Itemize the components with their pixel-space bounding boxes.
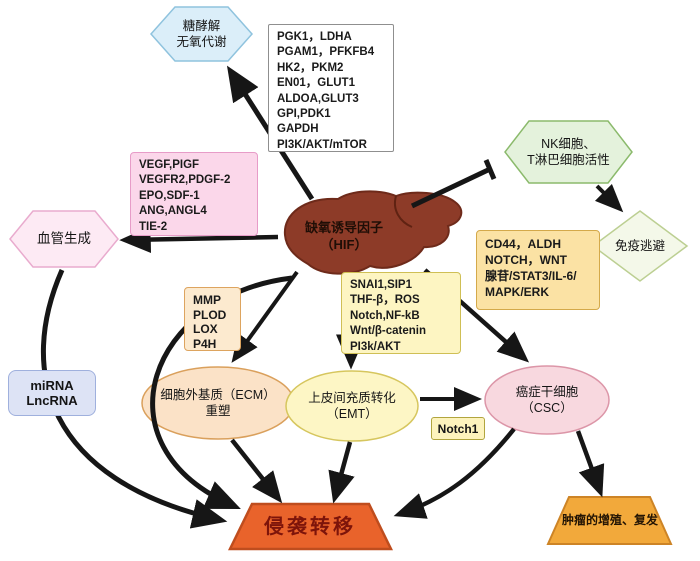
text-line: Wnt/β-catenin bbox=[350, 325, 427, 338]
liver-shape bbox=[283, 190, 463, 275]
text-line: ANG,ANGL4 bbox=[139, 205, 207, 218]
text-line: GPI,PDK1 bbox=[277, 108, 331, 121]
text-line: VEGFR2,PDGF-2 bbox=[139, 174, 231, 187]
text-line: PI3K/AKT/mTOR bbox=[277, 138, 367, 151]
immune-evasion-diamond bbox=[591, 210, 689, 282]
text-line: Notch,NF-kB bbox=[350, 309, 420, 322]
text-line: ALDOA,GLUT3 bbox=[277, 92, 359, 105]
nk-cells-hexagon bbox=[504, 120, 633, 184]
text-line: THF-β，ROS bbox=[350, 294, 420, 307]
text-line: VEGF,PIGF bbox=[139, 159, 200, 171]
text-line: PGK1，LDHA bbox=[277, 31, 352, 43]
text-line: EPO,SDF-1 bbox=[139, 189, 200, 202]
glycolysis-hexagon bbox=[149, 6, 254, 62]
text-line: PI3k/AKT bbox=[350, 340, 401, 353]
text-line: SNAI1,SIP1 bbox=[350, 279, 412, 291]
text-line: PLOD bbox=[193, 307, 227, 322]
arrow-csc-to-proliferation bbox=[575, 430, 605, 498]
text-line: HK2，PKM2 bbox=[277, 61, 344, 74]
angiogenesis-hexagon bbox=[9, 210, 119, 268]
text-line: MAPK/ERK bbox=[485, 285, 550, 300]
inhibit-hif-to-nk bbox=[410, 167, 490, 209]
text-line: 腺苷/STAT3/IL-6/ bbox=[485, 269, 577, 284]
ecm-ellipse bbox=[141, 366, 295, 440]
arrow-emt-to-invasion bbox=[328, 441, 355, 504]
text-line: P4H bbox=[193, 336, 217, 351]
text-line: NOTCH，WNT bbox=[485, 253, 567, 268]
text-line: LncRNA bbox=[26, 393, 78, 408]
arrow-hif-to-ecm bbox=[231, 270, 299, 363]
arrow-hif-to-angiogenesis bbox=[119, 226, 279, 254]
notch1-label: Notch1 bbox=[437, 421, 479, 436]
arrow-nk-to-immune-evasion bbox=[594, 183, 624, 213]
csc-ellipse bbox=[484, 365, 610, 435]
arrow-angiogenesis-to-invasion bbox=[40, 268, 228, 529]
arrow-ecm-to-invasion bbox=[230, 438, 283, 504]
liver-fissure bbox=[394, 195, 413, 228]
text-line: EN01，GLUT1 bbox=[277, 77, 355, 90]
inhibit-bar bbox=[483, 159, 497, 180]
text-line: GAPDH bbox=[277, 123, 319, 136]
text-line: CD44，ALDH bbox=[485, 237, 562, 251]
emt-ellipse bbox=[285, 370, 419, 442]
text-line: MMP bbox=[193, 293, 221, 307]
arrow-csc-to-invasion bbox=[393, 427, 516, 519]
text-line: PGAM1，PFKFB4 bbox=[277, 46, 375, 59]
text-line: LOX bbox=[193, 322, 218, 337]
proliferation-trapezoid bbox=[546, 496, 673, 545]
invasion-trapezoid bbox=[227, 502, 394, 551]
text-line: TIE-2 bbox=[139, 220, 168, 233]
notch1-box: Notch1 bbox=[431, 417, 485, 440]
text-line: miRNA bbox=[30, 378, 74, 393]
